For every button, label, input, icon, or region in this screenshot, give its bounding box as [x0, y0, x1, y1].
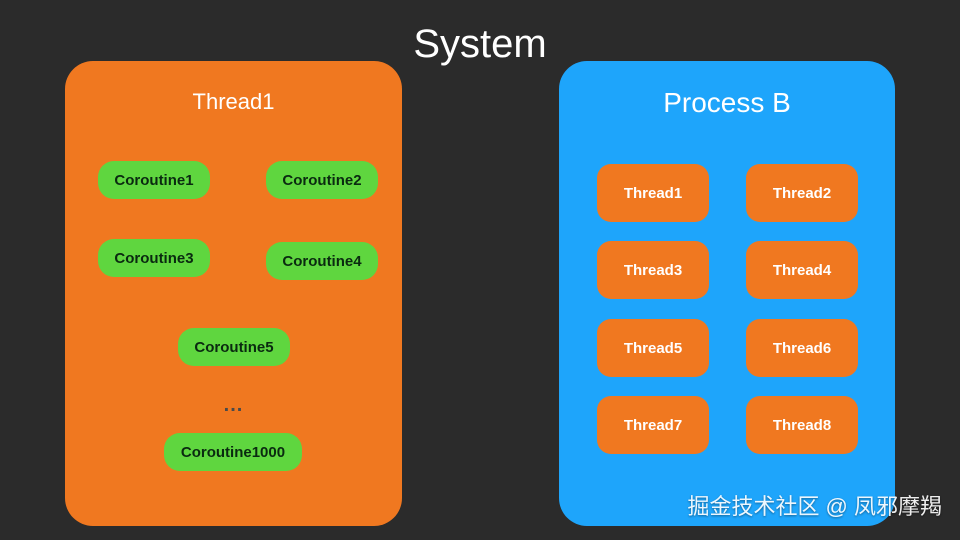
thread-panel-title: Thread1 [192, 89, 275, 114]
coroutine-box: Coroutine2 [266, 161, 378, 199]
diagram-title: System [413, 22, 547, 66]
ellipsis: ... [223, 394, 244, 416]
coroutine-box: Coroutine3 [98, 239, 210, 277]
coroutine-box: Coroutine5 [178, 328, 290, 366]
thread-box: Thread1 [597, 164, 709, 222]
process-panel: Process B Thread1 Thread2 Thread3 Thread… [559, 61, 895, 526]
process-panel-title: Process B [663, 87, 791, 118]
watermark: 掘金技术社区 @ 凤邪摩羯 [687, 494, 942, 519]
thread-box: Thread7 [597, 396, 709, 454]
coroutine-box: Coroutine1000 [164, 433, 302, 471]
thread-box: Thread2 [746, 164, 858, 222]
thread-box: Thread5 [597, 319, 709, 377]
thread-box: Thread6 [746, 319, 858, 377]
thread-box: Thread4 [746, 241, 858, 299]
thread-panel: Thread1 Coroutine1 Coroutine2 Coroutine3… [65, 61, 402, 526]
coroutine-box: Coroutine1 [98, 161, 210, 199]
thread-box: Thread8 [746, 396, 858, 454]
coroutine-box: Coroutine4 [266, 242, 378, 280]
thread-box: Thread3 [597, 241, 709, 299]
